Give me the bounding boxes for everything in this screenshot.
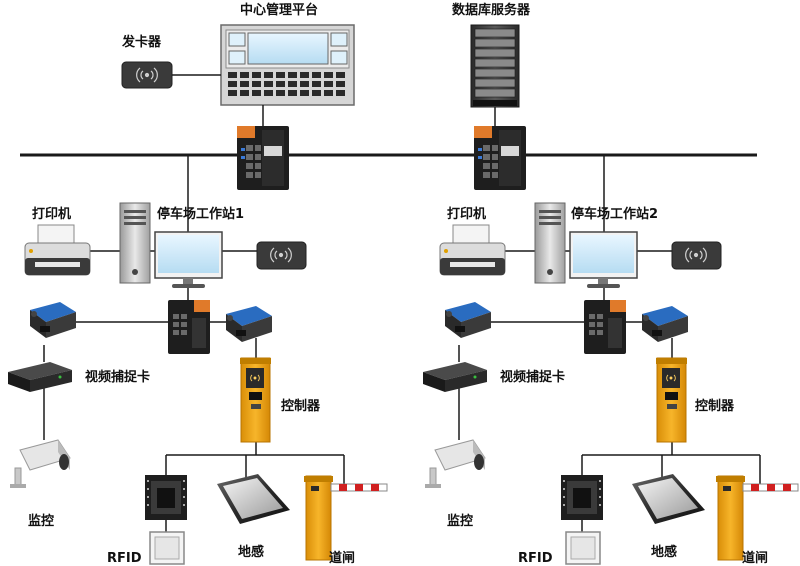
workstation-monitor-2 xyxy=(569,231,638,288)
printer-2 xyxy=(439,224,506,276)
serial-converter-2b xyxy=(642,306,688,342)
barrier-arm-2 xyxy=(742,483,799,492)
serial-converter-1a xyxy=(30,302,76,338)
camera-2 xyxy=(425,439,486,488)
serial-converter-1b xyxy=(226,306,272,342)
station-1: 打印机 停车场工作站1 xyxy=(8,202,388,566)
station-1-links xyxy=(43,250,345,532)
desk-card-reader-2 xyxy=(671,241,722,270)
monitor-1-label: 监控 xyxy=(28,513,54,529)
rfid-reader-1 xyxy=(145,475,187,520)
barrier-arm-1 xyxy=(330,483,388,492)
card-issuer-label: 发卡器 xyxy=(121,34,162,50)
printer-1 xyxy=(24,224,91,276)
workstation-2-title: 停车场工作站 xyxy=(571,206,649,222)
ground-sensor-2 xyxy=(632,474,705,524)
db-server-label: 数据库服务器 xyxy=(452,2,531,18)
rfid-1-label: RFID xyxy=(107,551,142,566)
central-platform-label: 中心管理平台 xyxy=(240,2,318,18)
workstation-2-label: 停车场工作站2 xyxy=(571,206,658,222)
camera-1 xyxy=(10,439,71,488)
workstation-2-number: 2 xyxy=(649,207,658,222)
printer-1-label: 打印机 xyxy=(32,206,71,222)
barrier-gate-1 xyxy=(304,475,388,561)
ground-sensor-1-label: 地感 xyxy=(238,544,264,560)
workstation-1-number: 1 xyxy=(235,207,244,222)
rfid-2-label: RFID xyxy=(518,551,553,566)
barrier-gate-1-label: 道闸 xyxy=(329,550,355,566)
database-server xyxy=(470,24,520,108)
desk-card-reader-1 xyxy=(256,241,307,270)
card-issuer xyxy=(121,61,173,89)
core-switch-left xyxy=(237,126,289,190)
serial-converter-2a xyxy=(445,302,491,338)
printer-2-label: 打印机 xyxy=(447,206,486,222)
controller-1 xyxy=(240,357,271,443)
controller-2-label: 控制器 xyxy=(695,398,735,414)
workstation-1-title: 停车场工作站 xyxy=(157,206,235,222)
ground-sensor-2-label: 地感 xyxy=(651,544,677,560)
rfid-reader-2 xyxy=(561,475,603,520)
video-card-1-label: 视频捕捉卡 xyxy=(85,369,150,385)
top-links xyxy=(172,74,605,232)
workstation-monitor-1 xyxy=(154,231,223,288)
video-capture-card-1 xyxy=(8,362,72,392)
local-switch-1 xyxy=(168,300,210,354)
pc-tower-1 xyxy=(119,202,151,284)
station-2-links xyxy=(458,250,761,532)
rfid-wave-icon xyxy=(136,67,158,83)
central-platform xyxy=(220,24,355,106)
core-switch-right xyxy=(474,126,526,190)
controller-2 xyxy=(656,357,687,443)
barrier-gate-2-label: 道闸 xyxy=(742,550,768,566)
video-card-2-label: 视频捕捉卡 xyxy=(500,369,565,385)
monitor-2-label: 监控 xyxy=(447,513,473,529)
station-2: 打印机 停车场工作站2 xyxy=(423,202,799,566)
card-wave-icon xyxy=(250,374,260,382)
barrier-gate-2 xyxy=(716,475,799,561)
workstation-1-label: 停车场工作站1 xyxy=(157,206,244,222)
rfid-card-1 xyxy=(149,531,185,565)
video-capture-card-2 xyxy=(423,362,487,392)
local-switch-2 xyxy=(584,300,626,354)
ground-sensor-1 xyxy=(217,474,290,524)
pc-tower-2 xyxy=(534,202,566,284)
controller-1-label: 控制器 xyxy=(281,398,321,414)
rfid-card-2 xyxy=(565,531,601,565)
